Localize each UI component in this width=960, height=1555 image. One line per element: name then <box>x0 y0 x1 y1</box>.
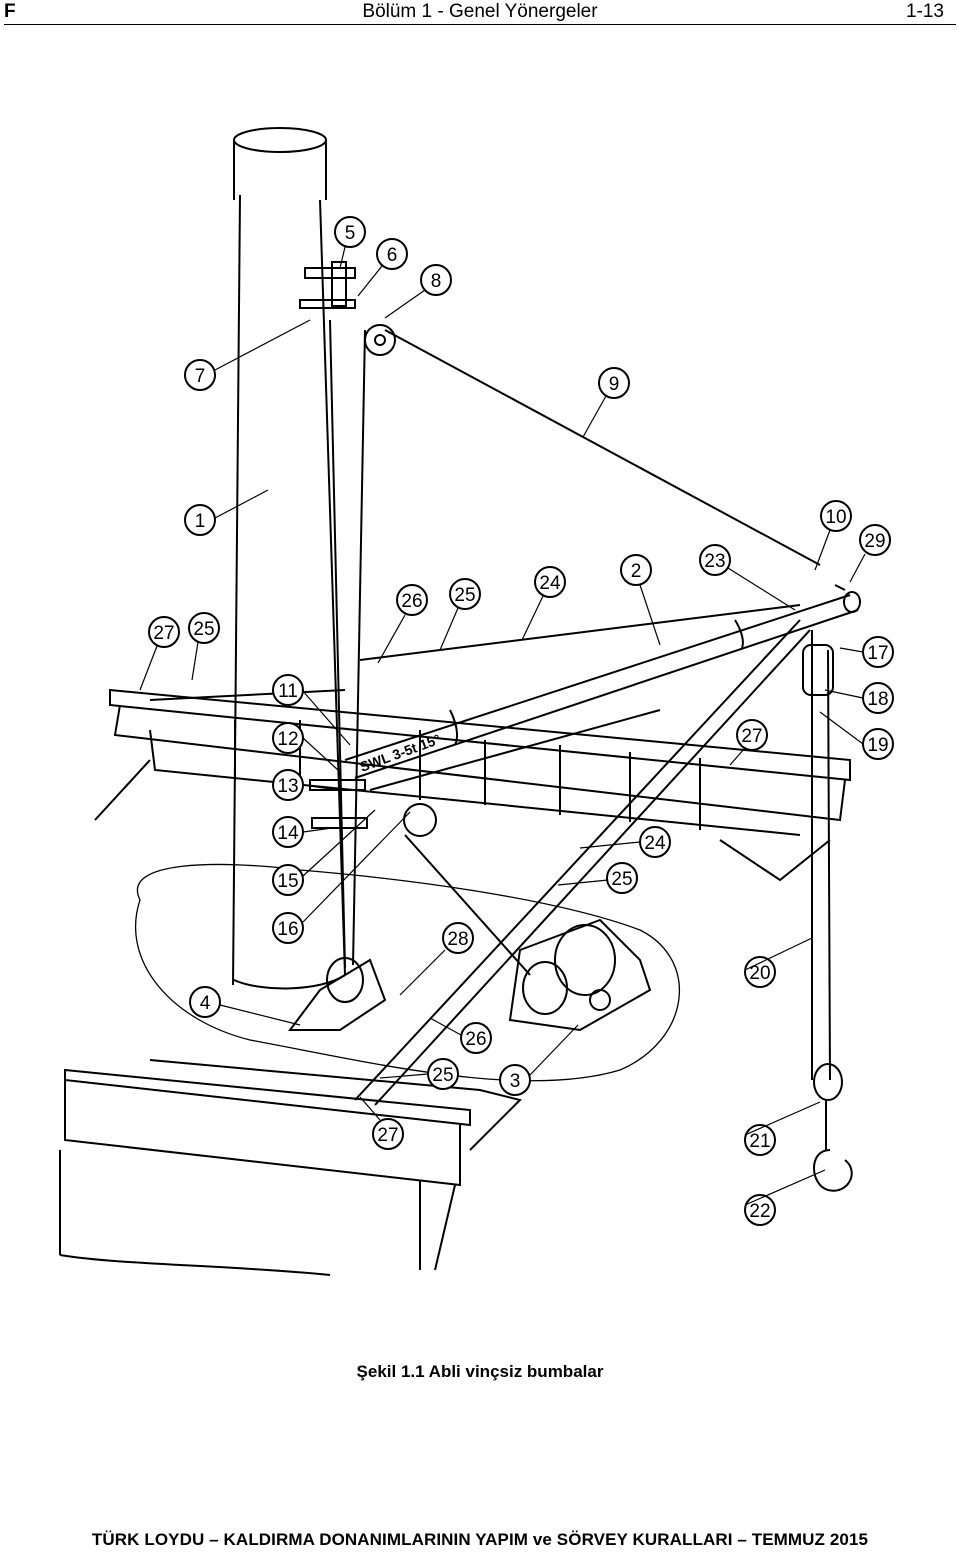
winch-small <box>288 957 387 1031</box>
leader-lines <box>139 246 866 1206</box>
callout-1 <box>184 504 216 536</box>
callout-number: 7 <box>195 366 206 387</box>
callout-number: 24 <box>539 573 561 594</box>
callout-23 <box>699 544 731 576</box>
page-number: 1-13 <box>905 1 944 22</box>
callout-25-left <box>188 612 220 644</box>
figure-caption: Şekil 1.1 Abli vinçsiz bumbalar <box>356 1362 604 1381</box>
callout-number: 23 <box>704 551 725 572</box>
callout-number: 1 <box>195 511 206 532</box>
wire-ropes <box>149 319 846 1106</box>
callout-number: 11 <box>278 681 298 702</box>
callout-number: 10 <box>825 507 846 528</box>
callout-number: 5 <box>345 223 356 244</box>
callout-number: 19 <box>867 735 888 756</box>
callout-16 <box>272 912 304 944</box>
callout-number: 27 <box>741 726 762 747</box>
callout-27-low <box>372 1118 404 1150</box>
callout-number: 27 <box>153 623 174 644</box>
callout-27-mid <box>736 719 768 751</box>
page-header: F Bölüm 1 - Genel Yönergeler 1-13 <box>0 0 960 26</box>
callout-10 <box>820 500 852 532</box>
callout-number: 25 <box>611 869 632 890</box>
callout-8 <box>420 264 452 296</box>
callout-4 <box>189 986 221 1018</box>
section-letter: F <box>4 1 16 22</box>
callout-20 <box>744 956 776 988</box>
callout-3 <box>499 1064 531 1096</box>
cargo-runner <box>802 630 853 1192</box>
mast <box>232 127 346 990</box>
callout-21 <box>744 1124 776 1156</box>
callout-number: 27 <box>377 1125 398 1146</box>
callout-29 <box>859 524 891 556</box>
callout-27-left <box>148 616 180 648</box>
callout-number: 3 <box>510 1071 521 1092</box>
callout-28 <box>442 922 474 954</box>
callout-number: 25 <box>454 585 475 606</box>
callout-number: 17 <box>867 643 888 664</box>
callout-number: 25 <box>193 619 214 640</box>
callout-number: 26 <box>465 1029 486 1050</box>
callout-26-low <box>460 1022 492 1054</box>
callout-5 <box>334 216 366 248</box>
hatch-coaming-front <box>59 1059 522 1276</box>
winch-large <box>508 918 652 1032</box>
callout-number: 12 <box>277 729 298 750</box>
callout-number: 22 <box>749 1201 770 1222</box>
callout-15 <box>272 864 304 896</box>
callout-22 <box>744 1194 776 1226</box>
callout-number: 9 <box>609 374 620 395</box>
callout-9 <box>598 367 630 399</box>
callout-number: 2 <box>631 561 642 582</box>
callout-number: 14 <box>277 823 299 844</box>
callout-number: 4 <box>200 993 211 1014</box>
callout-25-top <box>449 578 481 610</box>
chapter-title: Bölüm 1 - Genel Yönergeler <box>362 1 598 22</box>
callout-number: 21 <box>749 1131 770 1152</box>
callout-24-top <box>534 566 566 598</box>
derrick-boom-figure: SWL 3-5t 15° <box>59 127 894 1276</box>
callout-11 <box>272 674 304 706</box>
callout-number: 24 <box>644 833 666 854</box>
callout-25-mid <box>606 862 638 894</box>
callout-2 <box>620 554 652 586</box>
callout-number: 13 <box>277 776 298 797</box>
callout-6 <box>376 238 408 270</box>
callout-26-top <box>396 584 428 616</box>
callouts <box>148 216 894 1226</box>
callout-number: 18 <box>867 689 888 710</box>
callout-numbers: 1 2 3 4 5 6 7 8 9 10 11 12 13 14 15 16 1… <box>153 223 888 1222</box>
callout-number: 28 <box>447 929 468 950</box>
callout-number: 25 <box>432 1065 453 1086</box>
page-footer: TÜRK LOYDU – KALDIRMA DONANIMLARININ YAP… <box>91 1530 869 1549</box>
callout-number: 26 <box>401 591 422 612</box>
header-rule <box>4 24 956 25</box>
callout-number: 8 <box>431 271 442 292</box>
deck-outline <box>134 863 680 1082</box>
callout-number: 16 <box>277 919 298 940</box>
callout-number: 29 <box>864 531 885 552</box>
boom <box>344 591 861 779</box>
callout-number: 6 <box>387 245 398 266</box>
mast-fittings <box>299 261 437 837</box>
callout-7 <box>184 359 216 391</box>
callout-number: 20 <box>749 963 770 984</box>
callout-number: 15 <box>277 871 298 892</box>
